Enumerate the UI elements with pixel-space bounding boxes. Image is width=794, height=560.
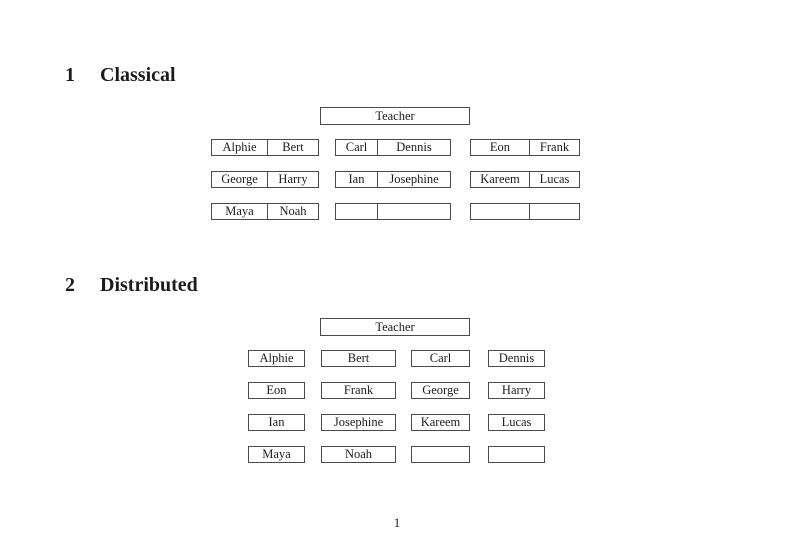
seat-cell: Carl xyxy=(336,140,378,155)
seat-cell: Noah xyxy=(279,204,307,218)
seat-cell: Frank xyxy=(539,140,570,154)
teacher-box: Teacher xyxy=(320,318,470,336)
teacher-label: Teacher xyxy=(375,320,415,334)
desk-empty xyxy=(488,446,545,463)
desk-empty xyxy=(411,446,470,463)
section-title: Classical xyxy=(100,64,176,86)
seat-cell: Harry xyxy=(278,172,308,186)
seat-cell: Maya xyxy=(212,204,268,219)
teacher-label: Teacher xyxy=(375,109,415,123)
desk: Frank xyxy=(321,382,396,399)
seat-cell xyxy=(378,204,450,219)
desk: Ian Josephine xyxy=(335,171,451,188)
seat-cell: Eon xyxy=(471,140,530,155)
desk: Carl Dennis xyxy=(335,139,451,156)
desk: Maya Noah xyxy=(211,203,319,220)
desk: George xyxy=(411,382,470,399)
desk: Alphie Bert xyxy=(211,139,319,156)
desk: Ian xyxy=(248,414,305,431)
section-heading-classical: 1 Classical xyxy=(65,63,176,87)
desk: Kareem Lucas xyxy=(470,171,580,188)
seat-cell: Lucas xyxy=(539,172,570,186)
desk-empty xyxy=(470,203,580,220)
desk: Eon xyxy=(248,382,305,399)
seat-cell: Dennis xyxy=(396,140,432,154)
section-title: Distributed xyxy=(100,274,198,296)
desk: Lucas xyxy=(488,414,545,431)
desk: Dennis xyxy=(488,350,545,367)
desk: Carl xyxy=(411,350,470,367)
seat-cell xyxy=(530,204,579,219)
desk: Josephine xyxy=(321,414,396,431)
desk: Maya xyxy=(248,446,305,463)
desk: Harry xyxy=(488,382,545,399)
page-number: 1 xyxy=(393,515,401,530)
teacher-box: Teacher xyxy=(320,107,470,125)
seat-cell: Alphie xyxy=(212,140,268,155)
desk: Kareem xyxy=(411,414,470,431)
section-heading-distributed: 2 Distributed xyxy=(65,273,198,297)
seat-cell: Bert xyxy=(282,140,304,154)
seat-cell: Kareem xyxy=(471,172,530,187)
section-number: 2 xyxy=(65,274,75,296)
section-number: 1 xyxy=(65,64,75,86)
desk-empty xyxy=(335,203,451,220)
seat-cell xyxy=(336,204,378,219)
seat-cell xyxy=(471,204,530,219)
desk: George Harry xyxy=(211,171,319,188)
desk: Alphie xyxy=(248,350,305,367)
seat-cell: Ian xyxy=(336,172,378,187)
seat-cell: Josephine xyxy=(389,172,439,186)
seat-cell: George xyxy=(212,172,268,187)
desk: Bert xyxy=(321,350,396,367)
desk: Eon Frank xyxy=(470,139,580,156)
desk: Noah xyxy=(321,446,396,463)
